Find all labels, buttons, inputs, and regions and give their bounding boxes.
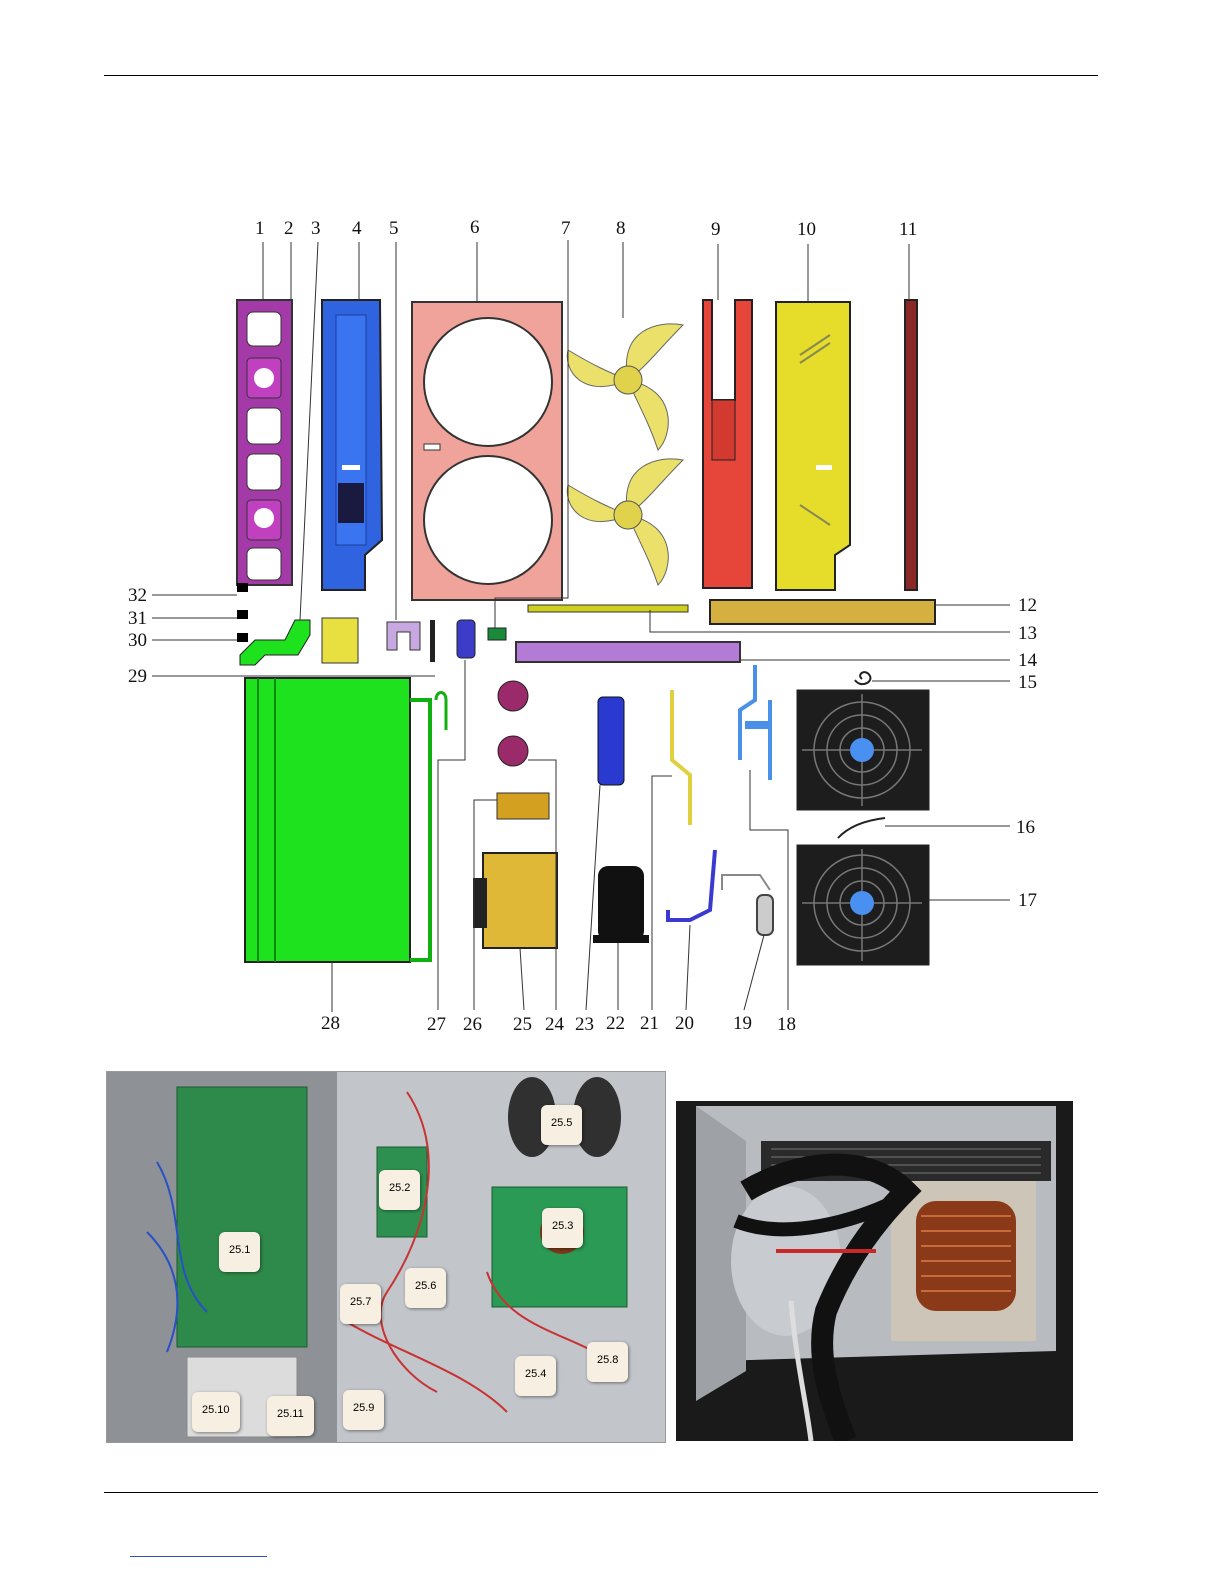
part-accumulator xyxy=(598,697,624,785)
label-bottom-3: 25 xyxy=(513,1014,532,1035)
label-left-1: 31 xyxy=(128,608,147,629)
part-thin-bracket xyxy=(430,620,435,662)
board-tag-25-2: 25.2 xyxy=(379,1170,420,1210)
label-right-4: 16 xyxy=(1016,817,1035,838)
reactor-photo xyxy=(676,1101,1073,1441)
part-clip-31 xyxy=(237,610,248,619)
label-top-10: 11 xyxy=(899,219,917,240)
label-right-1: 13 xyxy=(1018,623,1037,644)
board-tag-25-7: 25.7 xyxy=(340,1284,381,1324)
label-right-2: 14 xyxy=(1018,650,1038,671)
part-fan-motors xyxy=(498,681,528,766)
label-bottom-6: 22 xyxy=(606,1013,625,1034)
part-piping-assemblies xyxy=(668,665,773,935)
footer-link-underline[interactable] xyxy=(130,1556,267,1557)
part-fan-guards xyxy=(797,672,929,965)
label-top-9: 10 xyxy=(797,219,816,240)
part-side-panel-red xyxy=(703,300,752,588)
label-bottom-8: 20 xyxy=(675,1013,694,1034)
label-bottom-5: 23 xyxy=(575,1014,594,1035)
label-right-0: 12 xyxy=(1018,595,1037,616)
part-side-panel-blue xyxy=(322,300,382,590)
board-tag-25-3: 25.3 xyxy=(542,1208,583,1248)
board-tag-25-10: 25.10 xyxy=(192,1392,240,1432)
part-base-plate-purple xyxy=(516,642,740,662)
label-bottom-1: 27 xyxy=(427,1014,446,1035)
label-right-3: 15 xyxy=(1018,672,1037,693)
part-cross-bar xyxy=(528,605,688,612)
reactor-photo-art xyxy=(676,1101,1073,1441)
label-bottom-7: 21 xyxy=(640,1013,659,1034)
label-left-0: 32 xyxy=(128,585,147,606)
board-tag-25-8: 25.8 xyxy=(587,1342,628,1382)
part-fan-blades xyxy=(567,324,683,585)
part-base-tray xyxy=(710,600,935,624)
part-pipe-bracket-green xyxy=(240,620,310,665)
label-top-7: 8 xyxy=(616,218,626,239)
board-tag-25-5: 25.5 xyxy=(541,1105,582,1145)
label-bottom-9: 19 xyxy=(733,1013,752,1034)
label-top-2: 3 xyxy=(311,218,321,239)
label-top-3: 4 xyxy=(352,218,362,239)
label-top-8: 9 xyxy=(711,219,721,240)
label-left-2: 30 xyxy=(128,630,147,651)
board-tag-25-4: 25.4 xyxy=(515,1356,556,1396)
label-top-6: 7 xyxy=(561,218,571,239)
label-bottom-0: 28 xyxy=(321,1013,340,1034)
label-left-3: 29 xyxy=(128,666,147,687)
label-top-5: 6 xyxy=(470,217,480,238)
label-bottom-4: 24 xyxy=(545,1014,565,1035)
board-tag-25-11: 25.11 xyxy=(267,1396,314,1436)
label-bottom-10: 18 xyxy=(777,1014,796,1035)
label-top-4: 5 xyxy=(389,218,399,239)
exploded-view-diagram: 1 2 3 4 5 6 7 8 9 10 11 12 13 14 15 16 1… xyxy=(0,0,1224,1060)
part-frame xyxy=(237,300,292,585)
part-bracket-yellow xyxy=(322,618,358,663)
part-bracket-violet xyxy=(387,622,420,650)
label-right-5: 17 xyxy=(1018,890,1037,911)
board-tag-25-9: 25.9 xyxy=(343,1390,384,1430)
board-tag-25-1: 25.1 xyxy=(219,1232,260,1272)
part-electrical-box xyxy=(473,853,557,948)
label-top-0: 1 xyxy=(255,218,265,239)
part-thin-side-bar xyxy=(905,300,917,590)
board-tag-25-6: 25.6 xyxy=(405,1268,446,1308)
part-compressor xyxy=(593,866,649,943)
part-front-panel xyxy=(412,302,562,600)
label-bottom-2: 26 xyxy=(463,1014,482,1035)
footer-rule xyxy=(104,1492,1098,1493)
part-clip-32 xyxy=(237,583,248,592)
part-reactor xyxy=(497,793,549,819)
part-rear-panel-yellow xyxy=(776,302,850,590)
label-top-1: 2 xyxy=(284,218,294,239)
electrical-box-photo: 25.1 25.2 25.3 25.4 25.5 25.6 25.7 25.8 … xyxy=(106,1071,666,1443)
part-clip-30 xyxy=(237,633,248,642)
part-terminal-block xyxy=(457,620,475,658)
part-sensor-green xyxy=(488,628,506,640)
part-condenser-coil xyxy=(245,678,446,962)
